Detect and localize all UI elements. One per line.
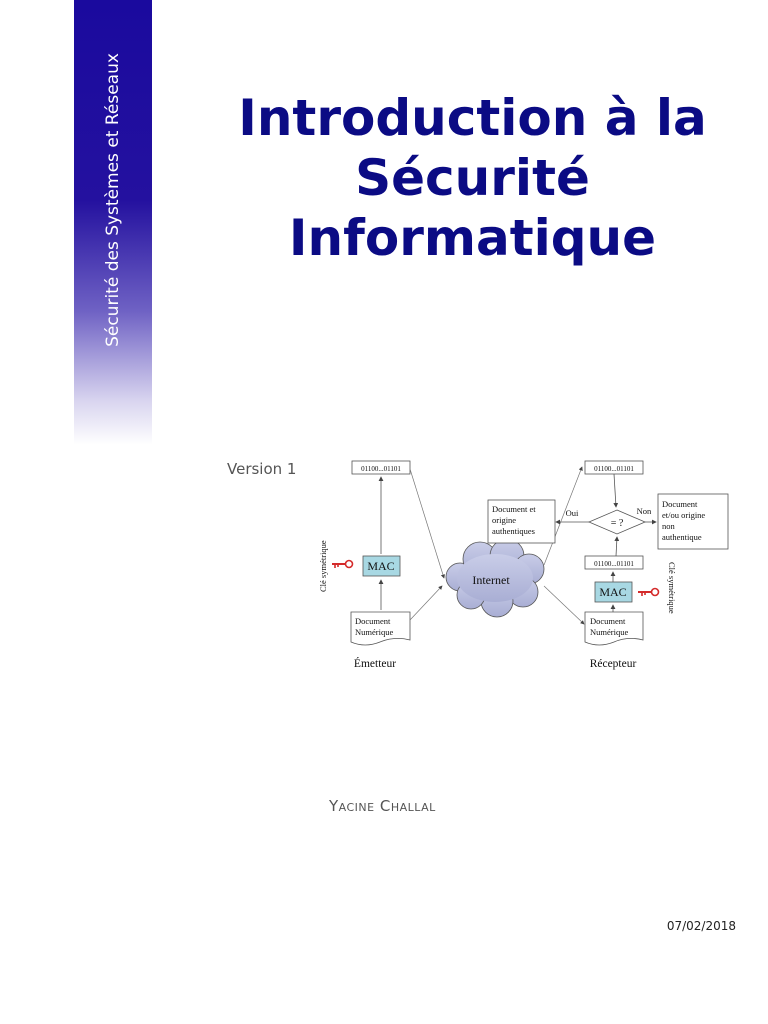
title-line-3: Informatique xyxy=(288,209,657,267)
mac-left: MAC xyxy=(367,559,394,573)
title-line-2: Sécurité xyxy=(355,149,590,207)
document-title: Introduction à la Sécurité Informatique xyxy=(200,88,745,268)
mac-right: MAC xyxy=(599,585,626,599)
internet-to-bits-arrow xyxy=(543,466,583,566)
receiver-top-bits: 01100...01101 xyxy=(594,465,634,473)
mac-diagram: 01100...01101 MAC Clé symétrique Documen… xyxy=(318,460,729,670)
receiver-label: Récepteur xyxy=(590,658,637,670)
title-line-1: Introduction à la xyxy=(238,89,707,147)
internet-to-doc-arrow xyxy=(543,585,585,625)
internet-label: Internet xyxy=(472,573,510,587)
document-date: 07/02/2018 xyxy=(666,919,736,933)
key-label-right: Clé symétrique xyxy=(667,562,677,614)
doc-left-line1: Document xyxy=(355,616,391,626)
receiver-mid-bits: 01100...01101 xyxy=(594,560,634,568)
compare-label: = ? xyxy=(611,518,624,529)
sidebar-title: Sécurité des Systèmes et Réseaux xyxy=(103,53,123,347)
midbits-to-compare-arrow xyxy=(614,536,620,557)
author-name: Yacine Challal xyxy=(329,797,436,815)
non-authentic-box xyxy=(657,493,729,550)
doc-left-line2: Numérique xyxy=(355,627,393,637)
mac-left-box xyxy=(362,555,401,577)
doc-right-shape xyxy=(584,611,644,646)
yes-label: Oui xyxy=(566,508,579,518)
bits-to-internet-arrow xyxy=(409,468,445,579)
authentic-box xyxy=(487,499,556,544)
auth-line1: Document et xyxy=(492,504,536,514)
doc-left-shape xyxy=(350,611,411,646)
sender-label: Émetteur xyxy=(354,656,396,670)
sender-bits: 01100...01101 xyxy=(361,465,401,473)
sender-bits-box xyxy=(351,460,411,475)
key-label-left: Clé symétrique xyxy=(318,540,328,592)
nonauth-line2: et/ou origine xyxy=(662,510,705,520)
receiver-mid-bits-box xyxy=(584,555,644,570)
key-left-icon xyxy=(332,559,354,569)
version-label: Version 1 xyxy=(227,460,297,478)
auth-line3: authentiques xyxy=(492,526,535,536)
auth-line2: origine xyxy=(492,515,516,525)
nonauth-line3: non xyxy=(662,521,676,531)
sidebar-band xyxy=(74,0,152,445)
no-label: Non xyxy=(637,506,652,516)
internet-cloud xyxy=(445,538,545,618)
bits-to-compare-arrow xyxy=(613,473,619,508)
nonauth-line4: authentique xyxy=(662,532,702,542)
compare-diamond xyxy=(587,509,647,535)
doc-right-line1: Document xyxy=(590,616,626,626)
doc-to-internet-arrow xyxy=(409,585,443,621)
doc-right-line2: Numérique xyxy=(590,627,628,637)
key-right-icon xyxy=(638,587,660,597)
mac-right-box xyxy=(594,581,633,603)
nonauth-line1: Document xyxy=(662,499,698,509)
